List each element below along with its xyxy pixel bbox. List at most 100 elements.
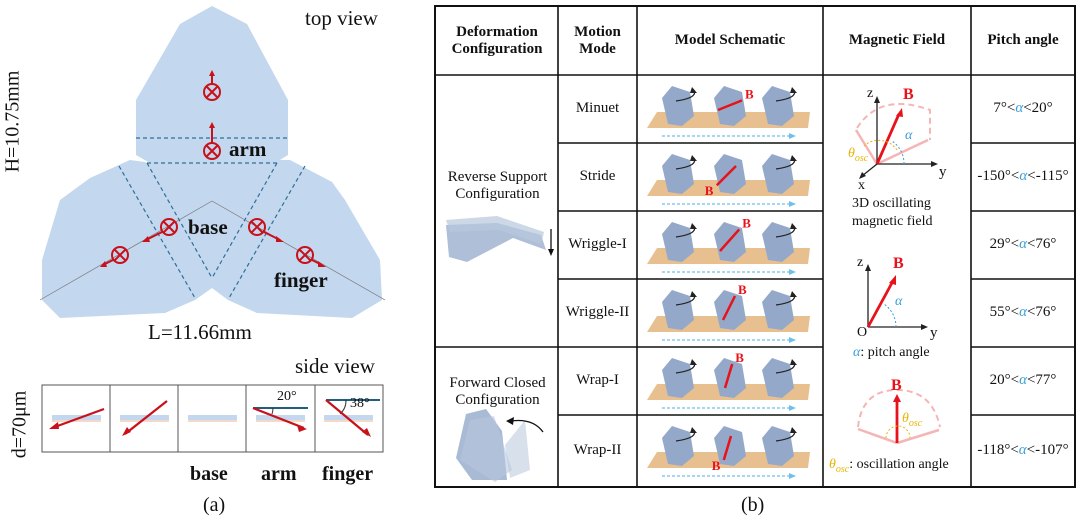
rotation-arrowhead: [790, 87, 797, 93]
arm-angle-label: 20°: [277, 389, 297, 404]
pitch-angle-cell: -150°<α<-115°: [972, 144, 1074, 210]
theta-sub: osc: [854, 152, 869, 164]
field-b-label: B: [735, 350, 744, 365]
rotation-arrowhead: [690, 155, 697, 161]
osc-desc-line1: 3D oscillating: [852, 196, 931, 211]
rotation-arrowhead: [790, 427, 797, 433]
top-view-diagram: [39, 6, 386, 318]
axis-z-2: z: [857, 255, 864, 270]
side-label-arm: arm: [261, 463, 297, 485]
field-b-1: B: [903, 86, 914, 103]
robot-pose: [714, 426, 746, 466]
config-reverse-support: Reverse Support Configuration: [447, 168, 548, 202]
robot-pose: [662, 86, 694, 126]
arm-label: arm: [229, 137, 267, 161]
lt-sign: <: [1006, 100, 1016, 117]
rotation-arrowhead: [690, 291, 697, 297]
magnetization-arrows: [51, 399, 369, 436]
theta-symbol: θ: [902, 411, 909, 426]
pitch-angle-cell: 20°<α<77°: [972, 348, 1074, 414]
oscillating-field-diagram: [854, 96, 938, 179]
lt-sign: <: [1010, 372, 1020, 389]
rotation-arrowhead: [790, 291, 797, 297]
alpha-1: α: [905, 128, 913, 143]
theta-osc-1: θosc: [848, 146, 868, 164]
header-deformation-configuration: Deformation Configuration: [451, 23, 543, 57]
robot-pose: [762, 154, 794, 194]
osc-desc-line2: magnetic field: [852, 214, 933, 229]
robot-pose: [714, 358, 746, 398]
lt-sign: <: [1026, 442, 1036, 459]
mode-wriggle-1: Wriggle-I: [568, 236, 627, 253]
field-b-label: B: [742, 215, 751, 230]
pitch-high: -115°: [1035, 168, 1069, 185]
base-label: base: [188, 215, 228, 239]
pitch-low: 29°: [989, 236, 1011, 253]
lt-sign: <: [1010, 168, 1020, 185]
theta-symbol: θ: [829, 457, 836, 472]
axis-x-1: x: [858, 178, 865, 193]
travel-arrowhead: [789, 201, 796, 207]
rotation-arrowhead: [790, 359, 797, 365]
alpha-symbol: α: [1019, 372, 1027, 389]
field-arrow: [715, 165, 737, 187]
fold-lines: [118, 137, 306, 299]
pitch-low: -150°: [977, 168, 1011, 185]
lt-sign: <: [1026, 236, 1036, 253]
robot-pose: [762, 426, 794, 466]
side-label-base: base: [190, 463, 228, 485]
axis-z-1: z: [867, 86, 874, 101]
pitch-angle-cell: -118°<α<-107°: [972, 416, 1074, 486]
finger-label: finger: [274, 268, 328, 292]
field-arrow: [717, 99, 743, 112]
lt-sign: <: [1010, 442, 1019, 459]
field-arrow: [719, 228, 741, 252]
robot-pose: [662, 290, 694, 330]
robot-pose: [762, 222, 794, 262]
lt-sign: <: [1023, 100, 1032, 117]
field-b-label: B: [745, 86, 754, 101]
lt-sign: <: [1026, 372, 1036, 389]
alpha-2: α: [895, 294, 903, 309]
alpha-symbol: α: [853, 345, 861, 360]
side-label-finger: finger: [322, 463, 374, 485]
pitch-low: 55°: [989, 304, 1011, 321]
side-view-label: side view: [295, 354, 375, 378]
robot-pose: [762, 290, 794, 330]
robot-pose: [762, 86, 794, 126]
alpha-symbol: α: [1015, 100, 1024, 117]
alpha-symbol: α: [1019, 304, 1027, 321]
field-b-label: B: [705, 183, 714, 198]
header-pitch-angle: Pitch angle: [987, 32, 1059, 49]
rotation-arrowhead: [790, 223, 797, 229]
travel-arrowhead: [789, 473, 796, 479]
rotation-arrowhead: [690, 427, 697, 433]
lt-sign: <: [1010, 304, 1020, 321]
axis-y-2: y: [930, 325, 938, 341]
travel-arrowhead: [789, 133, 796, 139]
field-b-label: B: [738, 282, 747, 297]
caption-b: (b): [741, 494, 765, 516]
magnet-finger-left: [102, 246, 129, 266]
pitch-high: 20°: [1031, 100, 1053, 117]
top-view-label: top view: [305, 6, 378, 30]
header-magnetic-field: Magnetic Field: [848, 32, 946, 49]
lt-sign: <: [1010, 236, 1020, 253]
field-arrow: [723, 363, 734, 389]
field-b-3: B: [891, 377, 902, 394]
pitch-high: 76°: [1035, 236, 1057, 253]
rotation-arrowhead: [690, 87, 697, 93]
robot-pose: [662, 154, 694, 194]
mode-stride: Stride: [579, 168, 616, 185]
lt-sign: <: [1027, 168, 1036, 185]
pitch-low: -118°: [977, 442, 1011, 459]
pitch-angle-cell: 7°<α<20°: [972, 76, 1074, 142]
pitch-high: -107°: [1035, 442, 1069, 459]
config-forward-closed: Forward Closed Configuration: [449, 374, 546, 408]
pitch-angle-cell: 55°<α<76°: [972, 280, 1074, 346]
robot-pose: [714, 154, 746, 194]
